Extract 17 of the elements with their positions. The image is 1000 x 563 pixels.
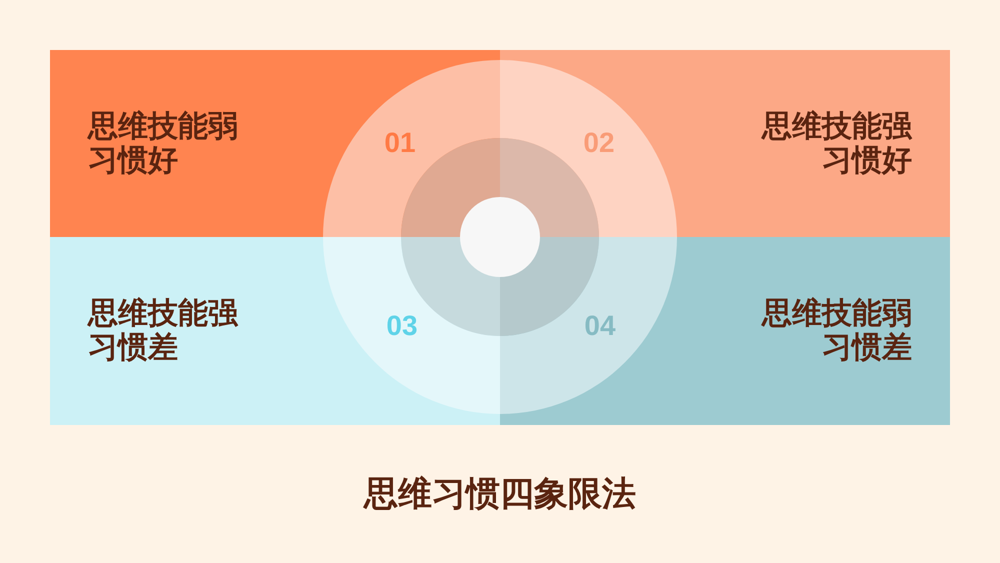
quadrant-label: 思维技能强 — [88, 297, 238, 331]
quadrant-label: 习惯好 — [822, 144, 912, 178]
segment-number: 04 — [584, 312, 616, 340]
ring-segment — [323, 237, 500, 414]
quadrant-label: 思维技能弱 — [88, 110, 238, 144]
quadrant-label: 习惯差 — [822, 331, 912, 365]
quadrant-label: 思维技能强 — [762, 110, 912, 144]
quadrant-label: 习惯差 — [88, 331, 178, 365]
ring-segment — [500, 60, 677, 237]
segment-number: 02 — [583, 129, 615, 157]
ring-segment — [500, 237, 677, 414]
ring-segment — [323, 60, 500, 237]
segment-number: 01 — [384, 129, 416, 157]
segment-number: 03 — [386, 312, 418, 340]
quadrant-label: 习惯好 — [88, 144, 178, 178]
title-text: 思维习惯四象限法 — [364, 474, 636, 514]
quadrant-label: 思维技能弱 — [762, 297, 912, 331]
